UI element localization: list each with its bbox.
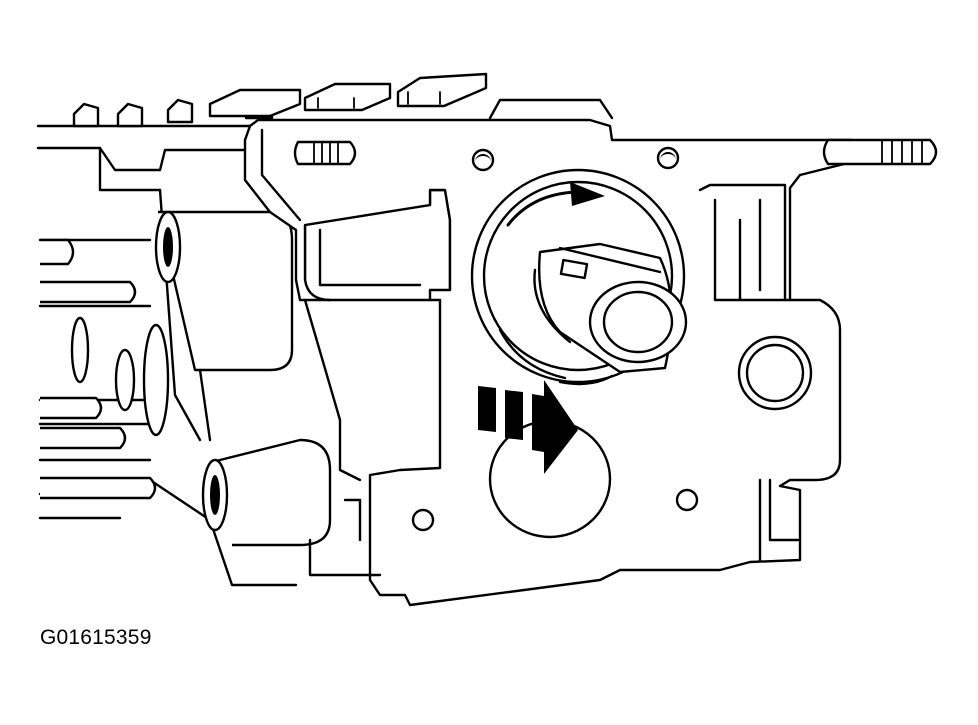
oil-port (737, 335, 813, 411)
bolt-holes (411, 146, 699, 532)
figure-id-label: G01615359 (40, 626, 152, 649)
port-ovals (70, 316, 170, 437)
inner-casting (303, 188, 452, 482)
lower-bolt-boss (201, 438, 332, 547)
threaded-stud-left (293, 140, 357, 166)
curved-arrow-clockwise-icon (506, 182, 605, 227)
side-rods (40, 238, 157, 500)
bearing-caps (208, 72, 488, 118)
camshaft (533, 242, 688, 374)
striped-arrow-right-icon (478, 380, 578, 474)
threaded-stud-right (822, 138, 938, 166)
upper-bolt-boss (154, 210, 294, 442)
